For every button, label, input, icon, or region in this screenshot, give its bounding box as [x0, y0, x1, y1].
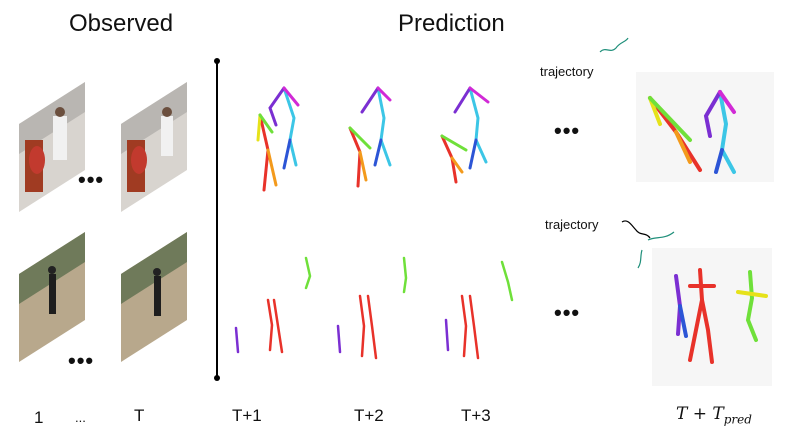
observed-header: Observed — [69, 10, 174, 37]
skeleton-group-top-t1 — [256, 86, 300, 192]
ellipsis-observed-top: ••• — [78, 167, 105, 192]
skeleton-group-bottom-t1 — [234, 256, 312, 354]
skeleton-group-top-t3 — [440, 86, 490, 184]
time-label-T-plus-3: T+3 — [461, 406, 491, 425]
trajectory-curve-top — [599, 37, 629, 53]
observed-frame-1-top — [19, 82, 85, 212]
skeleton-group-bottom-t3 — [444, 260, 514, 360]
trajectory-label-top: trajectory — [540, 64, 594, 79]
ellipsis-prediction-bottom: ••• — [554, 300, 581, 325]
trajectory-curve-bottom-1 — [621, 220, 651, 239]
ellipsis-prediction-top: ••• — [554, 118, 581, 143]
time-label-1: 1 — [34, 408, 44, 427]
trajectory-curve-bottom-3 — [637, 249, 643, 269]
divider-top-dot — [214, 58, 220, 64]
skeleton-group-bottom-final — [652, 248, 772, 386]
time-label-final-sub: pred — [723, 412, 752, 427]
time-label-ellipsis: ... — [75, 410, 86, 425]
time-label-final: T + Tpred — [676, 404, 752, 426]
time-label-final-base: T + T — [676, 404, 724, 424]
observed-frame-T-bottom — [121, 232, 187, 362]
ellipsis-observed-bottom: ••• — [68, 348, 95, 373]
time-label-T-plus-2: T+2 — [354, 406, 384, 425]
time-label-T-plus-1: T+1 — [232, 406, 262, 425]
prediction-header: Prediction — [398, 10, 505, 37]
skeleton-group-top-final — [636, 72, 774, 182]
observed-frame-1-bottom — [19, 232, 85, 362]
skeleton-group-top-t2 — [348, 86, 392, 188]
skeleton-group-bottom-t2 — [336, 256, 408, 360]
trajectory-curve-bottom-2 — [647, 231, 675, 241]
time-label-T: T — [134, 406, 145, 425]
observed-frame-T-top — [121, 82, 187, 212]
divider-bottom-dot — [214, 375, 220, 381]
trajectory-label-bottom: trajectory — [545, 217, 599, 232]
